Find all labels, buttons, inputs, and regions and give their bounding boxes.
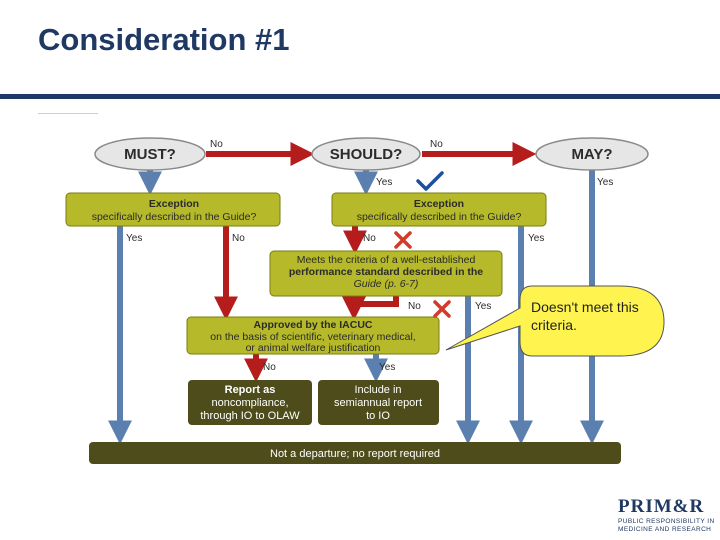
should-oval [311, 137, 421, 171]
must-oval [94, 137, 206, 171]
callout-text: Doesn't meet this criteria. [531, 299, 639, 333]
label-perf-yes: Yes [475, 301, 491, 312]
logo-subtitle-line-1: PUBLIC RESPONSIBILITY IN [618, 518, 715, 525]
cross-icon [433, 300, 451, 318]
cross-icon [394, 231, 412, 249]
approved-line-2: on the basis of scientific, veterinary m… [210, 331, 415, 343]
exception-right-box [331, 192, 547, 227]
logo-subtitle: PUBLIC RESPONSIBILITY IN MEDICINE AND RE… [618, 518, 715, 534]
approved-line-3: or animal welfare justification [246, 342, 381, 354]
slide-title: Consideration #1 [38, 22, 290, 57]
performance-line-2: performance standard described in the [289, 266, 483, 278]
exception-right-title: Exception [414, 198, 464, 210]
should-label: SHOULD? [330, 146, 403, 163]
logo-subtitle-line-2: MEDICINE AND RESEARCH [618, 526, 712, 533]
title-rule [0, 94, 720, 99]
label-should-no: No [430, 139, 443, 150]
label-exc-right-yes: Yes [528, 233, 544, 244]
label-must-no: No [210, 139, 223, 150]
no-report-bar [89, 442, 621, 464]
may-oval [535, 137, 649, 171]
arrow-perf-no [342, 296, 399, 321]
check-icon [416, 171, 444, 191]
small-rule [38, 113, 98, 114]
include-box [318, 380, 439, 425]
label-may-yes: Yes [597, 177, 613, 188]
include-line-3: to IO [366, 410, 390, 422]
no-report-text: Not a departure; no report required [270, 448, 440, 460]
must-label: MUST? [124, 146, 176, 163]
report-line-3: through IO to OLAW [200, 410, 300, 422]
performance-box [269, 250, 503, 297]
include-line-1: Include in [354, 384, 401, 396]
approved-box [186, 316, 440, 355]
exception-left-text: specifically described in the Guide? [92, 211, 257, 223]
exception-right-text: specifically described in the Guide? [357, 211, 522, 223]
exception-left-box [65, 192, 281, 227]
label-approved-yes: Yes [379, 362, 395, 373]
red-arrows [206, 142, 537, 383]
report-box [188, 380, 312, 425]
label-exc-right-no: No [363, 233, 376, 244]
include-line-2: semiannual report [334, 397, 422, 409]
label-should-yes: Yes [376, 177, 392, 188]
callout-bubble [445, 285, 665, 357]
label-approved-no: No [263, 362, 276, 373]
label-exc-left-no: No [232, 233, 245, 244]
label-exc-left-yes: Yes [126, 233, 142, 244]
logo-word: PRIM&R [618, 496, 705, 517]
primr-logo: PRIM&R PUBLIC RESPONSIBILITY IN MEDICINE… [618, 496, 714, 536]
report-line-2: noncompliance, [211, 397, 288, 409]
exception-left-title: Exception [149, 198, 199, 210]
label-perf-no: No [408, 301, 421, 312]
performance-line-3: Guide (p. 6-7) [354, 278, 419, 290]
approved-line-1: Approved by the IACUC [253, 319, 372, 331]
performance-line-1: Meets the criteria of a well-established [297, 254, 476, 266]
cross-marks [394, 231, 451, 318]
report-line-1: Report as [225, 384, 276, 396]
may-label: MAY? [571, 146, 612, 163]
